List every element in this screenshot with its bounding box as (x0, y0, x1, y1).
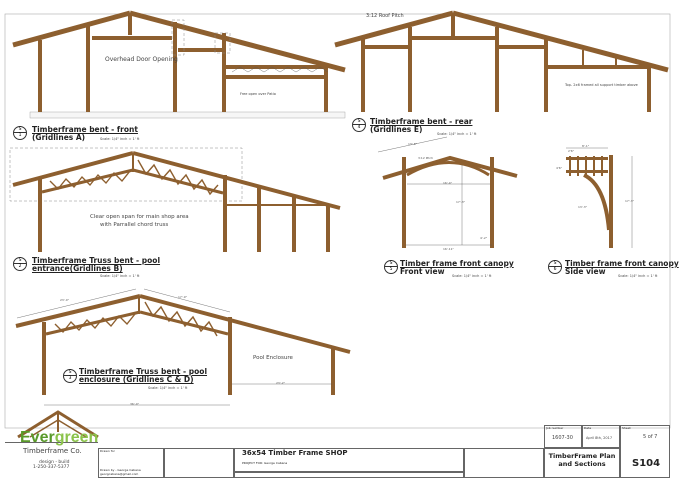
title-canopy-front-2: Front view (400, 267, 445, 276)
dim-23-0: 23'-0" (60, 298, 70, 302)
scale-6: Scale: 1/4" inch = 1' ft (618, 274, 658, 278)
label-canopy-pitch: 3:12 Pitch (418, 156, 433, 160)
title-front-bent-1: Timberframe bent - front (32, 125, 138, 134)
title-truss-enclosure-1: Timberframe Truss bent - pool (79, 367, 208, 376)
scale-1: Scale: 1/4" inch = 1' ft (100, 137, 140, 141)
date: April 8th, 2017 (586, 436, 613, 440)
dim-4-6: 4'6" (556, 166, 563, 170)
label-clear-span: Clear open span for main shop area (90, 214, 189, 220)
label-pool-enclosure: Pool Enclosure (253, 355, 293, 361)
label-patio: Free open over Patio (240, 92, 276, 96)
scale-5: Scale: 1/4" inch = 1' ft (452, 274, 492, 278)
sheet-of: 5 of 7 (643, 434, 658, 440)
front-bent-drawing (12, 10, 346, 119)
logo: Evergreen (20, 429, 99, 446)
dim-17-9: 17'-9" (178, 295, 188, 299)
job-number-label: Job number (546, 426, 564, 430)
dim-23-2: 23'-2" (276, 381, 286, 385)
project-title: 36x54 Timber Frame SHOP (242, 449, 348, 457)
sheet-label: Sheet (622, 426, 631, 430)
scale-2: Scale: 1/4" inch = 1' ft (100, 274, 140, 278)
canopy-front-view-drawing (377, 136, 518, 248)
scale-3: Scale: 1/4" inch = 1' ft (148, 386, 188, 390)
project-for: PROJECT FOR: George Cabana (242, 461, 288, 465)
dim-17-3-side: 17'-3" (625, 199, 635, 203)
logo-truss-icon (17, 410, 99, 439)
drawn-by: Drawn by - George Cabana (100, 468, 141, 472)
title-canopy-side-2: Side view (565, 267, 606, 276)
phone: 1-250-337-5377 (33, 465, 70, 470)
dim-36-0: 36'-0" (130, 402, 140, 406)
dim-8-1: 8'-1" (582, 144, 590, 148)
label-overhead-door: Overhead Door Opening (105, 56, 178, 63)
title-rear-bent-2: (Gridlines E) (370, 125, 423, 134)
dim-13-3: 13'-3" (578, 205, 588, 209)
dim-16-4: 16'-4" (443, 181, 453, 185)
label-parallel-chord: with Parrallel chord truss (100, 222, 169, 228)
title-truss-entrance-1: Timberframe Truss bent - pool (32, 256, 161, 265)
tagline: design - build (39, 460, 70, 465)
truss-bent-pool-enclosure-drawing (15, 288, 351, 406)
dim-17-3: 17'-3" (456, 200, 466, 204)
title-truss-entrance-2: entrance(Gridlines B) (32, 264, 123, 273)
scale-4: Scale: 1/4" inch = 1' ft (437, 132, 477, 136)
job-number: 1607-30 (552, 435, 573, 441)
canopy-side-view-drawing (566, 147, 633, 248)
dim-13-6: 13'-6" (408, 142, 418, 146)
dim-4-2: 4'-2" (480, 236, 488, 240)
label-top-framed: Top- 2x6 framed all support timber above (565, 83, 638, 87)
title-canopy-front-1: Timber frame front canopy (400, 259, 514, 268)
truss-bent-pool-entrance-drawing (9, 147, 341, 252)
title-canopy-side-1: Timber frame front canopy (565, 259, 679, 268)
email: georgcabana@gmail.com (100, 472, 139, 476)
title-front-bent-2: (Gridlines A) (32, 133, 86, 142)
label-roof-pitch: 3:12 Roof Pitch (366, 13, 404, 19)
dim-16-11: 16'-11" (443, 247, 454, 251)
dim-2-6: 2'6" (568, 149, 575, 153)
sheet-code: S104 (632, 458, 661, 469)
drawn-for-label: Drawn for (100, 449, 115, 453)
date-label: Date (584, 426, 592, 430)
title-rear-bent-1: Timberframe bent - rear (370, 117, 473, 126)
rear-bent-drawing (334, 10, 669, 112)
drawing-title: TimberFrame Plan and Sections (548, 452, 616, 468)
company-name: Timberframe Co. (23, 447, 82, 455)
title-truss-enclosure-2: enclosure (Gridlines C & D) (79, 375, 194, 384)
